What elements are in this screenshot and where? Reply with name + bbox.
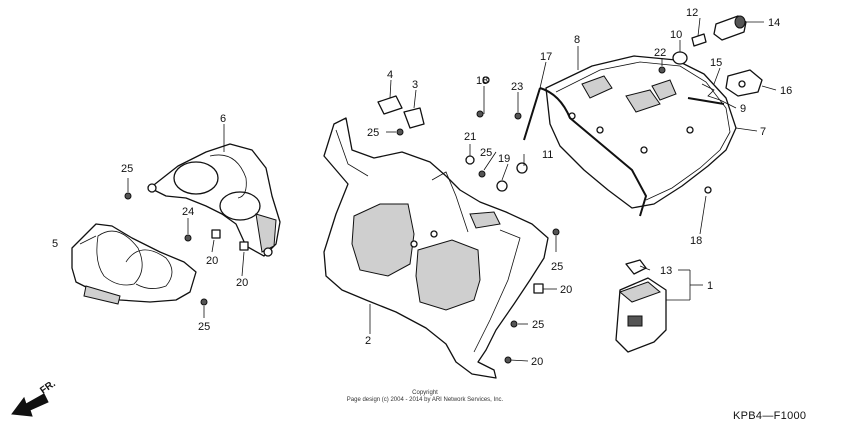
callout-18-right: 18	[690, 235, 702, 247]
callout-13: 13	[660, 265, 672, 277]
callout-3: 3	[412, 79, 418, 91]
part-16-latch[interactable]	[725, 69, 763, 97]
callout-7: 7	[760, 126, 766, 138]
fastener-screws	[124, 66, 712, 364]
callout-labels: 1 2 3 4 5 6 7 8 9 10 11 12 13 14 15 16 1…	[52, 7, 792, 368]
callout-20-mid: 20	[236, 277, 248, 289]
callout-25-d: 25	[480, 147, 492, 159]
callout-25-a: 25	[121, 163, 133, 175]
part-14-key-cylinder[interactable]	[713, 15, 747, 41]
copyright-title: Copyright	[412, 390, 438, 396]
part-6-meter-housing[interactable]	[147, 143, 281, 257]
callout-6: 6	[220, 113, 226, 125]
copyright-notice: Copyright Page design (c) 2004 - 2014 by…	[330, 390, 520, 404]
callout-15: 15	[710, 57, 722, 69]
callout-23: 23	[511, 81, 523, 93]
callout-25-c: 25	[367, 127, 379, 139]
callout-8: 8	[574, 34, 580, 46]
part-1-switch-unit[interactable]	[615, 277, 667, 353]
diagram-code: KPB4—F1000	[733, 410, 807, 422]
callout-20-left: 20	[206, 255, 218, 267]
callout-19: 19	[498, 153, 510, 165]
callout-21: 21	[464, 131, 476, 143]
part-5-front-lower-cover[interactable]	[71, 223, 197, 305]
callout-12: 12	[686, 7, 698, 19]
callout-25-b: 25	[198, 321, 210, 333]
callout-11: 11	[542, 149, 553, 161]
part-4-bracket[interactable]	[377, 95, 403, 115]
callout-25-e: 25	[551, 261, 563, 273]
callout-2: 2	[365, 335, 371, 347]
callout-25-f: 25	[532, 319, 544, 331]
callout-22: 22	[654, 47, 666, 59]
front-direction-arrow-icon	[11, 393, 49, 417]
callout-16: 16	[780, 85, 792, 97]
callout-10: 10	[670, 29, 682, 41]
callout-5: 5	[52, 238, 58, 250]
callout-14: 14	[768, 17, 780, 29]
part-2-inner-cover[interactable]	[323, 117, 549, 379]
part-10-grommet[interactable]	[672, 51, 688, 65]
callout-9: 9	[740, 103, 746, 115]
callout-18-top: 18	[476, 75, 488, 87]
part-12-retainer[interactable]	[691, 33, 707, 47]
callout-1: 1	[707, 280, 713, 292]
callout-24: 24	[182, 206, 194, 218]
part-15-spring[interactable]	[701, 83, 721, 101]
copyright-text: Page design (c) 2004 - 2014 by ARI Netwo…	[346, 397, 504, 403]
callout-4: 4	[387, 69, 393, 81]
leader-lines	[79, 17, 777, 362]
callout-20-bottom: 20	[531, 356, 543, 368]
callout-20-right: 20	[560, 284, 572, 296]
part-3-bracket[interactable]	[403, 107, 425, 129]
callout-17: 17	[540, 51, 552, 63]
part-9-rod[interactable]	[687, 97, 725, 105]
part-17-seal[interactable]	[523, 87, 648, 217]
